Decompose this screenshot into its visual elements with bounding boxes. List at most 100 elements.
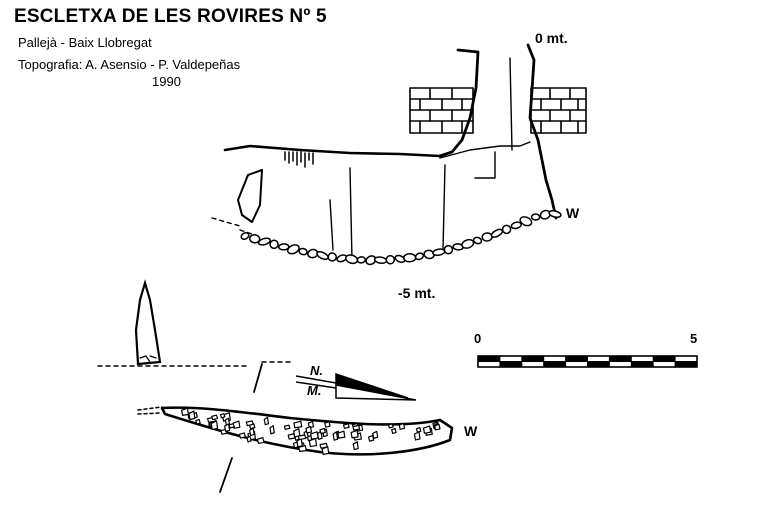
ground-surface xyxy=(223,144,442,158)
pebble xyxy=(548,209,562,219)
scale-bar xyxy=(477,355,698,368)
pebble xyxy=(472,236,483,245)
plan-direction-label: W xyxy=(464,423,478,439)
breakdown-block xyxy=(342,423,350,429)
magnetic-north-label: N. xyxy=(310,363,323,378)
hanging-roots xyxy=(284,151,314,168)
breakdown-block xyxy=(188,410,196,421)
pebble xyxy=(356,256,367,264)
plan-view xyxy=(137,406,454,456)
survey-year: 1990 xyxy=(152,74,181,89)
breakdown-block xyxy=(297,434,307,441)
pebble xyxy=(490,228,504,238)
scale-end-label: 5 xyxy=(690,331,697,346)
scale-segment xyxy=(652,355,676,362)
pebble xyxy=(481,232,493,242)
breakdown-block xyxy=(307,420,315,429)
cross-section xyxy=(211,43,587,261)
breakdown-block xyxy=(352,441,359,451)
location-text: Pallejà - Baix Llobregat xyxy=(18,35,152,50)
breakdown-block xyxy=(246,435,252,443)
pebble xyxy=(248,234,261,244)
breakdown-block xyxy=(211,414,219,421)
pebble xyxy=(530,213,541,221)
bottom-depth-label: -5 mt. xyxy=(398,285,435,301)
breakdown-block xyxy=(228,423,235,429)
pebble xyxy=(278,243,290,251)
breakdown-block xyxy=(248,423,256,430)
brick-wall-left xyxy=(409,87,474,134)
breakdown-block xyxy=(180,407,190,416)
breakdown-block xyxy=(321,446,330,455)
scale-segment xyxy=(608,355,632,362)
pebble xyxy=(316,250,329,261)
plan-breakdown-blocks xyxy=(180,407,441,455)
pebble xyxy=(240,231,250,241)
breakdown-block xyxy=(398,422,406,430)
breakdown-block xyxy=(249,427,255,437)
pebble xyxy=(510,221,522,230)
pebble xyxy=(373,256,388,264)
pebble xyxy=(257,237,271,246)
small-profile xyxy=(97,279,293,493)
breakdown-block xyxy=(263,416,270,426)
breakdown-block xyxy=(298,445,307,453)
pebble xyxy=(414,252,425,261)
breakdown-block xyxy=(310,431,319,440)
shaft-right-wall xyxy=(526,43,558,220)
breakdown-block xyxy=(434,423,441,431)
breakdown-block xyxy=(210,420,219,431)
scale-segment xyxy=(499,361,523,368)
pebble xyxy=(461,238,475,249)
pebble xyxy=(269,239,279,250)
breakdown-block xyxy=(372,430,379,439)
pebble xyxy=(344,254,359,265)
breakdown-block xyxy=(387,423,394,429)
shaft-left-wall xyxy=(438,48,480,158)
pebble xyxy=(432,248,446,257)
pebble xyxy=(385,254,396,265)
breakdown-block xyxy=(269,424,275,435)
scale-segment xyxy=(587,361,610,368)
breakdown-block xyxy=(224,417,231,426)
pebble xyxy=(443,244,454,255)
scale-segment xyxy=(630,361,654,368)
pebble xyxy=(402,253,417,263)
breakdown-block xyxy=(283,424,291,430)
pebble-floor xyxy=(240,209,562,266)
topography-credit: Topografia: A. Asensio - P. Valdepeñas xyxy=(18,57,241,72)
brick-wall-right xyxy=(530,87,587,134)
breakdown-block xyxy=(337,430,346,439)
scale-segment xyxy=(565,355,588,362)
section-direction-label: W xyxy=(566,205,580,221)
breakdown-block xyxy=(195,418,201,425)
pebble xyxy=(286,244,300,255)
pebble xyxy=(298,247,308,256)
scale-segment xyxy=(477,355,501,362)
breakdown-block xyxy=(287,433,296,440)
scale-segment xyxy=(674,361,698,368)
breakdown-block xyxy=(224,423,231,432)
pebble xyxy=(501,224,512,235)
breakdown-block xyxy=(238,432,246,439)
breakdown-block xyxy=(422,425,432,434)
top-depth-label: 0 mt. xyxy=(535,30,568,46)
breakdown-block xyxy=(305,426,313,434)
north-arrow xyxy=(295,372,417,401)
breakdown-block xyxy=(352,424,361,431)
breakdown-block xyxy=(413,431,421,441)
breakdown-block xyxy=(293,420,303,429)
breakdown-block xyxy=(219,413,226,419)
scale-segment xyxy=(521,355,545,362)
breakdown-block xyxy=(324,420,331,428)
breakdown-block xyxy=(350,429,359,439)
scale-segment xyxy=(543,361,567,368)
breakdown-block xyxy=(391,427,397,435)
page-title: ESCLETXA DE LES ROVIRES Nº 5 xyxy=(14,6,327,27)
breakdown-block xyxy=(256,437,265,445)
pebble xyxy=(327,252,337,262)
breakdown-block xyxy=(319,427,326,435)
breakdown-block xyxy=(332,431,339,441)
pebble xyxy=(519,216,533,227)
